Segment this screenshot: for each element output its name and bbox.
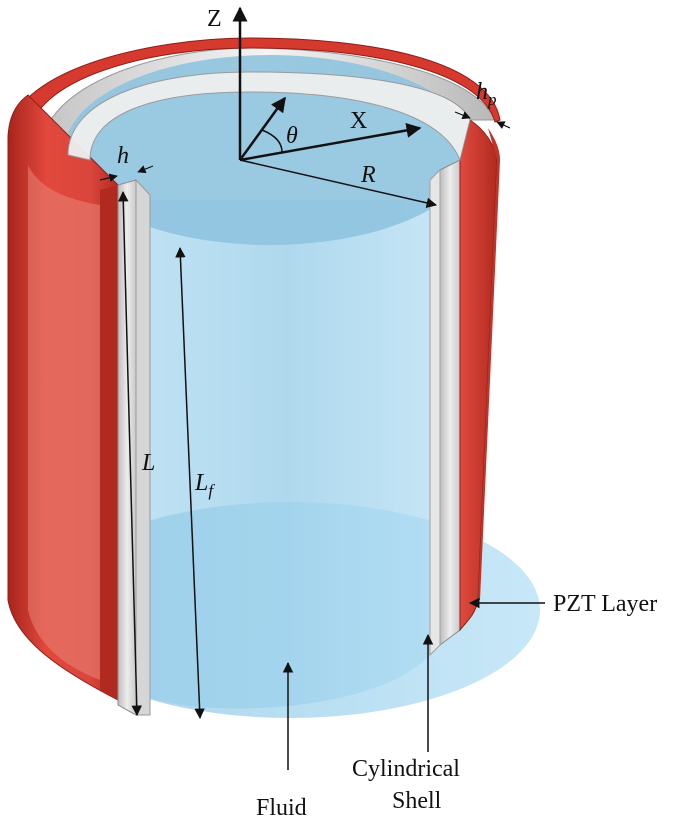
h-arrow-left — [99, 173, 118, 182]
pzt-layer-label: PZT Layer — [553, 591, 657, 617]
fluid-length-label: Lf — [194, 470, 215, 500]
pzt-thickness-label: hp — [476, 79, 497, 109]
fluid-length-sub: f — [208, 481, 215, 500]
h-arrow-right — [137, 165, 154, 174]
x-axis-line — [239, 122, 422, 162]
cylindrical-shell-label-line2: Shell — [392, 788, 442, 814]
pzt-top-rim — [7, 37, 501, 141]
radius-label: R — [360, 162, 376, 188]
hp-arrow-right — [496, 121, 511, 129]
fluid-label: Fluid — [256, 795, 307, 821]
theta-label: θ — [286, 123, 298, 149]
pzt-right-outer — [478, 128, 500, 600]
theta-arc — [261, 129, 283, 153]
fluid-bottom-surface — [40, 502, 540, 718]
pzt-thickness-sub: p — [487, 90, 497, 109]
x-axis-label: X — [350, 108, 367, 134]
shell-length-label: L — [141, 450, 155, 476]
shell-thickness-label: h — [117, 143, 129, 169]
theta-direction-line — [238, 96, 287, 161]
pzt-left-inner-band — [28, 165, 100, 680]
cylindrical-shell-label-line1: Cylindrical — [352, 756, 460, 782]
shell-right-front-strip — [429, 168, 441, 657]
shell-length-dimension — [118, 190, 142, 717]
shell-top-inner-rim — [67, 71, 471, 162]
pzt-left-cut-face — [100, 185, 118, 700]
fluid-length-base: L — [194, 470, 208, 496]
pzt-thickness-base: h — [476, 79, 488, 105]
shell-left-wall — [117, 179, 137, 716]
hp-arrow-left — [454, 111, 471, 120]
radius-line — [239, 159, 438, 209]
shell-left-edge — [135, 178, 151, 716]
shell-right-wall — [439, 159, 461, 646]
fluid-length-dimension — [175, 246, 205, 720]
z-axis-label: Z — [207, 6, 222, 32]
